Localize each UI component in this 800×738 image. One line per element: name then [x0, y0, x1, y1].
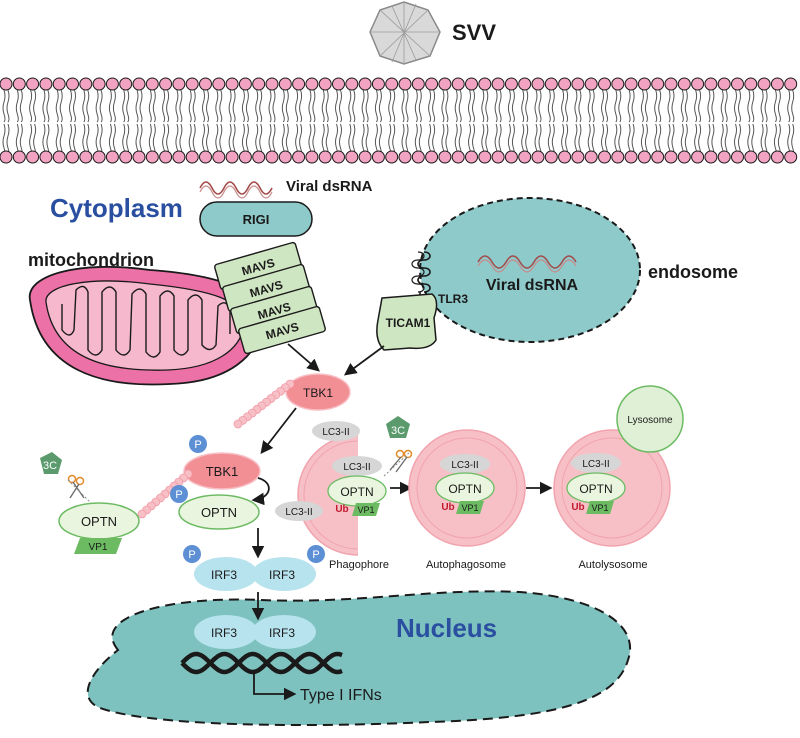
vp1-autophagosome: VP1: [456, 501, 484, 514]
endosome: Viral dsRNA: [419, 197, 641, 343]
phospho-badge-tbk1: P: [189, 435, 207, 453]
nucleus: [86, 590, 631, 727]
lysosome-label: Lysosome: [627, 415, 673, 426]
svg-text:LC3-II: LC3-II: [582, 459, 609, 470]
arrow-ticam1-to-tbk1: [343, 345, 385, 376]
tlr3-label: TLR3: [438, 292, 468, 306]
type-i-ifns-label: Type I IFNs: [300, 687, 382, 704]
lc3-autolysosome: LC3-II: [571, 453, 621, 473]
svg-text:VP1: VP1: [461, 503, 478, 513]
phagophore: LC3-II OPTN Ub VP1: [297, 434, 387, 556]
svg-text:VP1: VP1: [591, 503, 608, 513]
vp1-autolysosome: VP1: [586, 501, 614, 514]
protease-3c-left-icon: 3C: [40, 452, 62, 474]
ub-autolysosome: Ub: [571, 502, 584, 513]
svg-text:LC3-II: LC3-II: [451, 460, 478, 471]
tbk1-phospho-chain: [137, 469, 193, 519]
irf3-nuclear-left-label: IRF3: [211, 626, 237, 640]
tbk1-upper-label: TBK1: [303, 386, 333, 400]
svg-text:3C: 3C: [391, 425, 405, 437]
lc3-free-bottom: LC3-II: [275, 501, 323, 521]
tbk1-phospho: TBK1: [183, 452, 261, 490]
cytoplasm-label: Cytoplasm: [50, 193, 183, 223]
ticam1: TICAM1: [376, 293, 438, 351]
mavs-2: MAVS: [222, 263, 310, 313]
arrow-transcription: [253, 672, 297, 701]
scissors-right-icon: [383, 449, 413, 477]
svg-text:VP1: VP1: [357, 505, 374, 515]
optn-autolysosome: OPTN: [566, 472, 626, 504]
vp1-phagophore: VP1: [352, 503, 380, 516]
viral-dsrna-top-icon: [199, 181, 273, 199]
svg-text:P: P: [188, 549, 195, 561]
autophagosome: LC3-II OPTN Ub VP1: [408, 429, 526, 547]
phospho-badge-irf3-left: P: [183, 545, 201, 563]
arrow-tbk1-to-optn: [251, 477, 270, 506]
tbk1-phospho-label: TBK1: [206, 464, 239, 479]
protease-3c-right-icon: 3C: [386, 416, 410, 438]
svg-text:P: P: [175, 489, 182, 501]
svg-text:VP1: VP1: [89, 542, 108, 553]
vp1-left: VP1: [74, 538, 122, 554]
dna-helix-icon: [180, 651, 343, 675]
endosome-label: endosome: [648, 262, 738, 282]
optn-autophagosome: OPTN: [435, 472, 495, 504]
mavs-1: MAVS: [214, 241, 302, 291]
mavs-stack: MAVS MAVS MAVS MAVS: [214, 241, 326, 355]
autolysosome: LC3-II OPTN Ub VP1: [553, 429, 671, 547]
svg-text:3C: 3C: [43, 460, 57, 472]
phospho-badge-irf3-right: P: [307, 545, 325, 563]
lc3-free-top: LC3-II: [312, 421, 360, 441]
phospho-badge-optn: P: [170, 485, 188, 503]
irf3-nuclear-right-label: IRF3: [269, 626, 295, 640]
arrow-mavs-to-tbk1: [287, 343, 320, 372]
ub-autophagosome: Ub: [441, 502, 454, 513]
svg-text:P: P: [312, 549, 319, 561]
irf3-dimer: IRF3 IRF3: [194, 557, 316, 591]
viral-dsrna-endosome-label: Viral dsRNA: [486, 277, 579, 294]
mavs-4: MAVS: [238, 305, 326, 355]
mitochondrion: [28, 265, 263, 386]
lc3-autophagosome: LC3-II: [440, 454, 490, 474]
svg-text:LC3-II: LC3-II: [285, 507, 312, 518]
autolysosome-label: Autolysosome: [578, 559, 647, 571]
optn-phospho-label: OPTN: [201, 505, 237, 520]
svg-text:P: P: [194, 439, 201, 451]
viral-dsrna-top-label: Viral dsRNA: [286, 178, 373, 195]
svg-text:OPTN: OPTN: [579, 482, 612, 496]
rigi-label: RIGI: [243, 212, 270, 227]
ub-phagophore: Ub: [335, 504, 348, 515]
rigi: RIGI: [199, 201, 313, 237]
svv-virion-icon: [369, 1, 441, 65]
lysosome: Lysosome: [616, 385, 684, 453]
optn-phagophore: OPTN: [327, 475, 387, 507]
svg-text:OPTN: OPTN: [448, 482, 481, 496]
mitochondrion-label: mitochondrion: [28, 250, 154, 270]
nucleus-label: Nucleus: [396, 613, 497, 643]
plasma-membrane: [0, 77, 798, 164]
arrow-tbk1-activation: [260, 407, 297, 454]
svg-text:OPTN: OPTN: [340, 485, 373, 499]
irf3-left-label: IRF3: [211, 568, 237, 582]
optn-phospho: OPTN: [178, 494, 260, 530]
tbk1-upper-chain: [233, 379, 295, 429]
irf3-right-label: IRF3: [269, 568, 295, 582]
scissors-left-icon: [67, 474, 93, 505]
virus-label: SVV: [452, 20, 496, 45]
tbk1-upper: TBK1: [285, 373, 351, 411]
optn-free: OPTN: [58, 502, 140, 540]
irf3-dimer-nuclear: IRF3 IRF3: [194, 615, 316, 649]
autophagosome-label: Autophagosome: [426, 559, 506, 571]
lc3-phagophore: LC3-II: [332, 456, 382, 476]
phagophore-label: Phagophore: [329, 559, 389, 571]
ticam1-label: TICAM1: [386, 316, 431, 330]
svg-text:LC3-II: LC3-II: [322, 427, 349, 438]
svg-text:LC3-II: LC3-II: [343, 462, 370, 473]
optn-free-label: OPTN: [81, 514, 117, 529]
